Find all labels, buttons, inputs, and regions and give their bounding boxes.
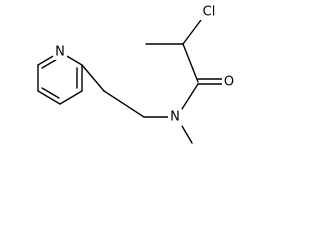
bond-alpha-to-cl xyxy=(182,19,202,45)
atom-label-chlorine: Cl xyxy=(203,5,216,20)
bond-ch2-to-ch2 xyxy=(103,90,145,118)
atom-label-pyridine-n: N xyxy=(55,45,65,60)
bond-n-to-carbonyl xyxy=(181,83,199,110)
molecule-diagram: N N O Cl xyxy=(37,4,236,144)
atom-label-pyridine-n-group: N xyxy=(53,44,67,60)
atom-label-amide-n-group: N xyxy=(168,109,182,126)
bond-n-to-methyl xyxy=(181,125,193,144)
structure-canvas: N N O Cl xyxy=(0,0,251,150)
bond-ring-to-ch2 xyxy=(81,64,105,92)
atom-label-oxygen: O xyxy=(224,75,234,90)
bond-ring-c4-c5 xyxy=(37,90,61,105)
bond-ring-c3-c4 xyxy=(59,90,83,105)
bond-ring-double-c4-c5 xyxy=(41,87,60,99)
atom-label-chlorine-group: Cl xyxy=(199,4,219,20)
atom-label-oxygen-group: O xyxy=(222,74,236,90)
bond-carbonyl-to-alpha xyxy=(182,43,199,83)
pyridine-ring xyxy=(37,51,83,105)
atom-label-amide-n: N xyxy=(170,110,180,125)
